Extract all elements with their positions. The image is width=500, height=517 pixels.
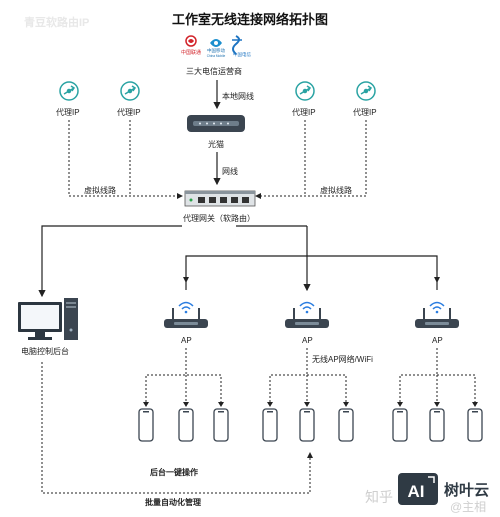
phone-icon	[338, 408, 354, 442]
console-label: 电脑控制后台	[21, 347, 69, 356]
brand-logo: AI 树叶云	[398, 471, 496, 509]
proxy-ip-icon-1	[59, 81, 79, 101]
phone-icon	[178, 408, 194, 442]
zhihu-watermark-tail: @主相	[450, 500, 487, 514]
phone-icon	[262, 408, 278, 442]
phone-arrow-heads	[143, 402, 478, 407]
modem-icon	[187, 115, 245, 132]
proxy-ip-label-2: 代理IP	[117, 108, 141, 117]
gateway-router-icon	[184, 190, 256, 207]
china-mobile-logo: 中国移动 China Mobile	[207, 39, 226, 58]
phone-icon	[213, 408, 229, 442]
top-watermark: 青豆软路由IP	[24, 17, 90, 29]
phone-icon	[392, 408, 408, 442]
proxy-ip-label-4: 代理IP	[353, 108, 377, 117]
china-telecom-logo: 中国电信	[232, 35, 251, 58]
phone-icon	[429, 408, 445, 442]
ap-to-phones-lines	[145, 348, 476, 402]
wireless-label: 无线AP网络/WiFi	[312, 355, 373, 364]
cable-label: 网线	[222, 167, 238, 176]
diagram-title: 工作室无线连接网络拓扑图	[171, 12, 328, 27]
svg-text:中国移动: 中国移动	[207, 47, 225, 54]
virtual-line-left-label: 虚拟线路	[84, 186, 116, 195]
phone-icons	[138, 408, 483, 442]
one-click-label: 后台一键操作	[150, 468, 198, 477]
ap-device-icon-2	[285, 301, 329, 328]
ap-label-3: AP	[432, 336, 443, 345]
svg-text:China Mobile: China Mobile	[207, 54, 226, 58]
svg-text:树叶云: 树叶云	[444, 481, 489, 499]
batch-management-label: 批量自动化管理	[145, 498, 201, 507]
proxy-ip-icon-2	[120, 81, 140, 101]
ap-device-icon-3	[415, 301, 459, 328]
proxy-ip-icon-4	[356, 81, 376, 101]
gateway-to-console-line	[38, 225, 182, 298]
svg-text:AI: AI	[408, 482, 425, 501]
ap-label-2: AP	[302, 336, 313, 345]
virtual-lines-left	[68, 120, 183, 199]
automation-line	[41, 362, 311, 494]
svg-text:中国联通: 中国联通	[181, 49, 201, 56]
proxy-ip-label-1: 代理IP	[56, 108, 80, 117]
carriers-label: 三大电信运营商	[186, 67, 242, 76]
local-net-label: 本地网线	[222, 92, 254, 101]
proxy-ip-label-3: 代理IP	[292, 108, 316, 117]
zhihu-watermark: 知乎	[365, 489, 393, 505]
modem-label: 光猫	[208, 140, 224, 149]
virtual-line-right-label: 虚拟线路	[320, 186, 352, 195]
ap-label-1: AP	[181, 336, 192, 345]
carrier-logos: 中国联通 中国移动 China Mobile 中国电信	[180, 33, 252, 58]
svg-text:中国电信: 中国电信	[233, 51, 251, 58]
phone-icon	[138, 408, 154, 442]
virtual-lines-right	[255, 120, 367, 199]
gateway-label: 代理网关（软路由）	[183, 214, 255, 223]
computer-console-icon	[18, 298, 78, 340]
proxy-ip-icon-3	[295, 81, 315, 101]
ap-device-icon-1	[164, 301, 208, 328]
phone-icon	[467, 408, 483, 442]
ap-bus-line	[185, 255, 438, 290]
phone-icon	[299, 408, 315, 442]
china-unicom-logo: 中国联通	[181, 35, 201, 56]
